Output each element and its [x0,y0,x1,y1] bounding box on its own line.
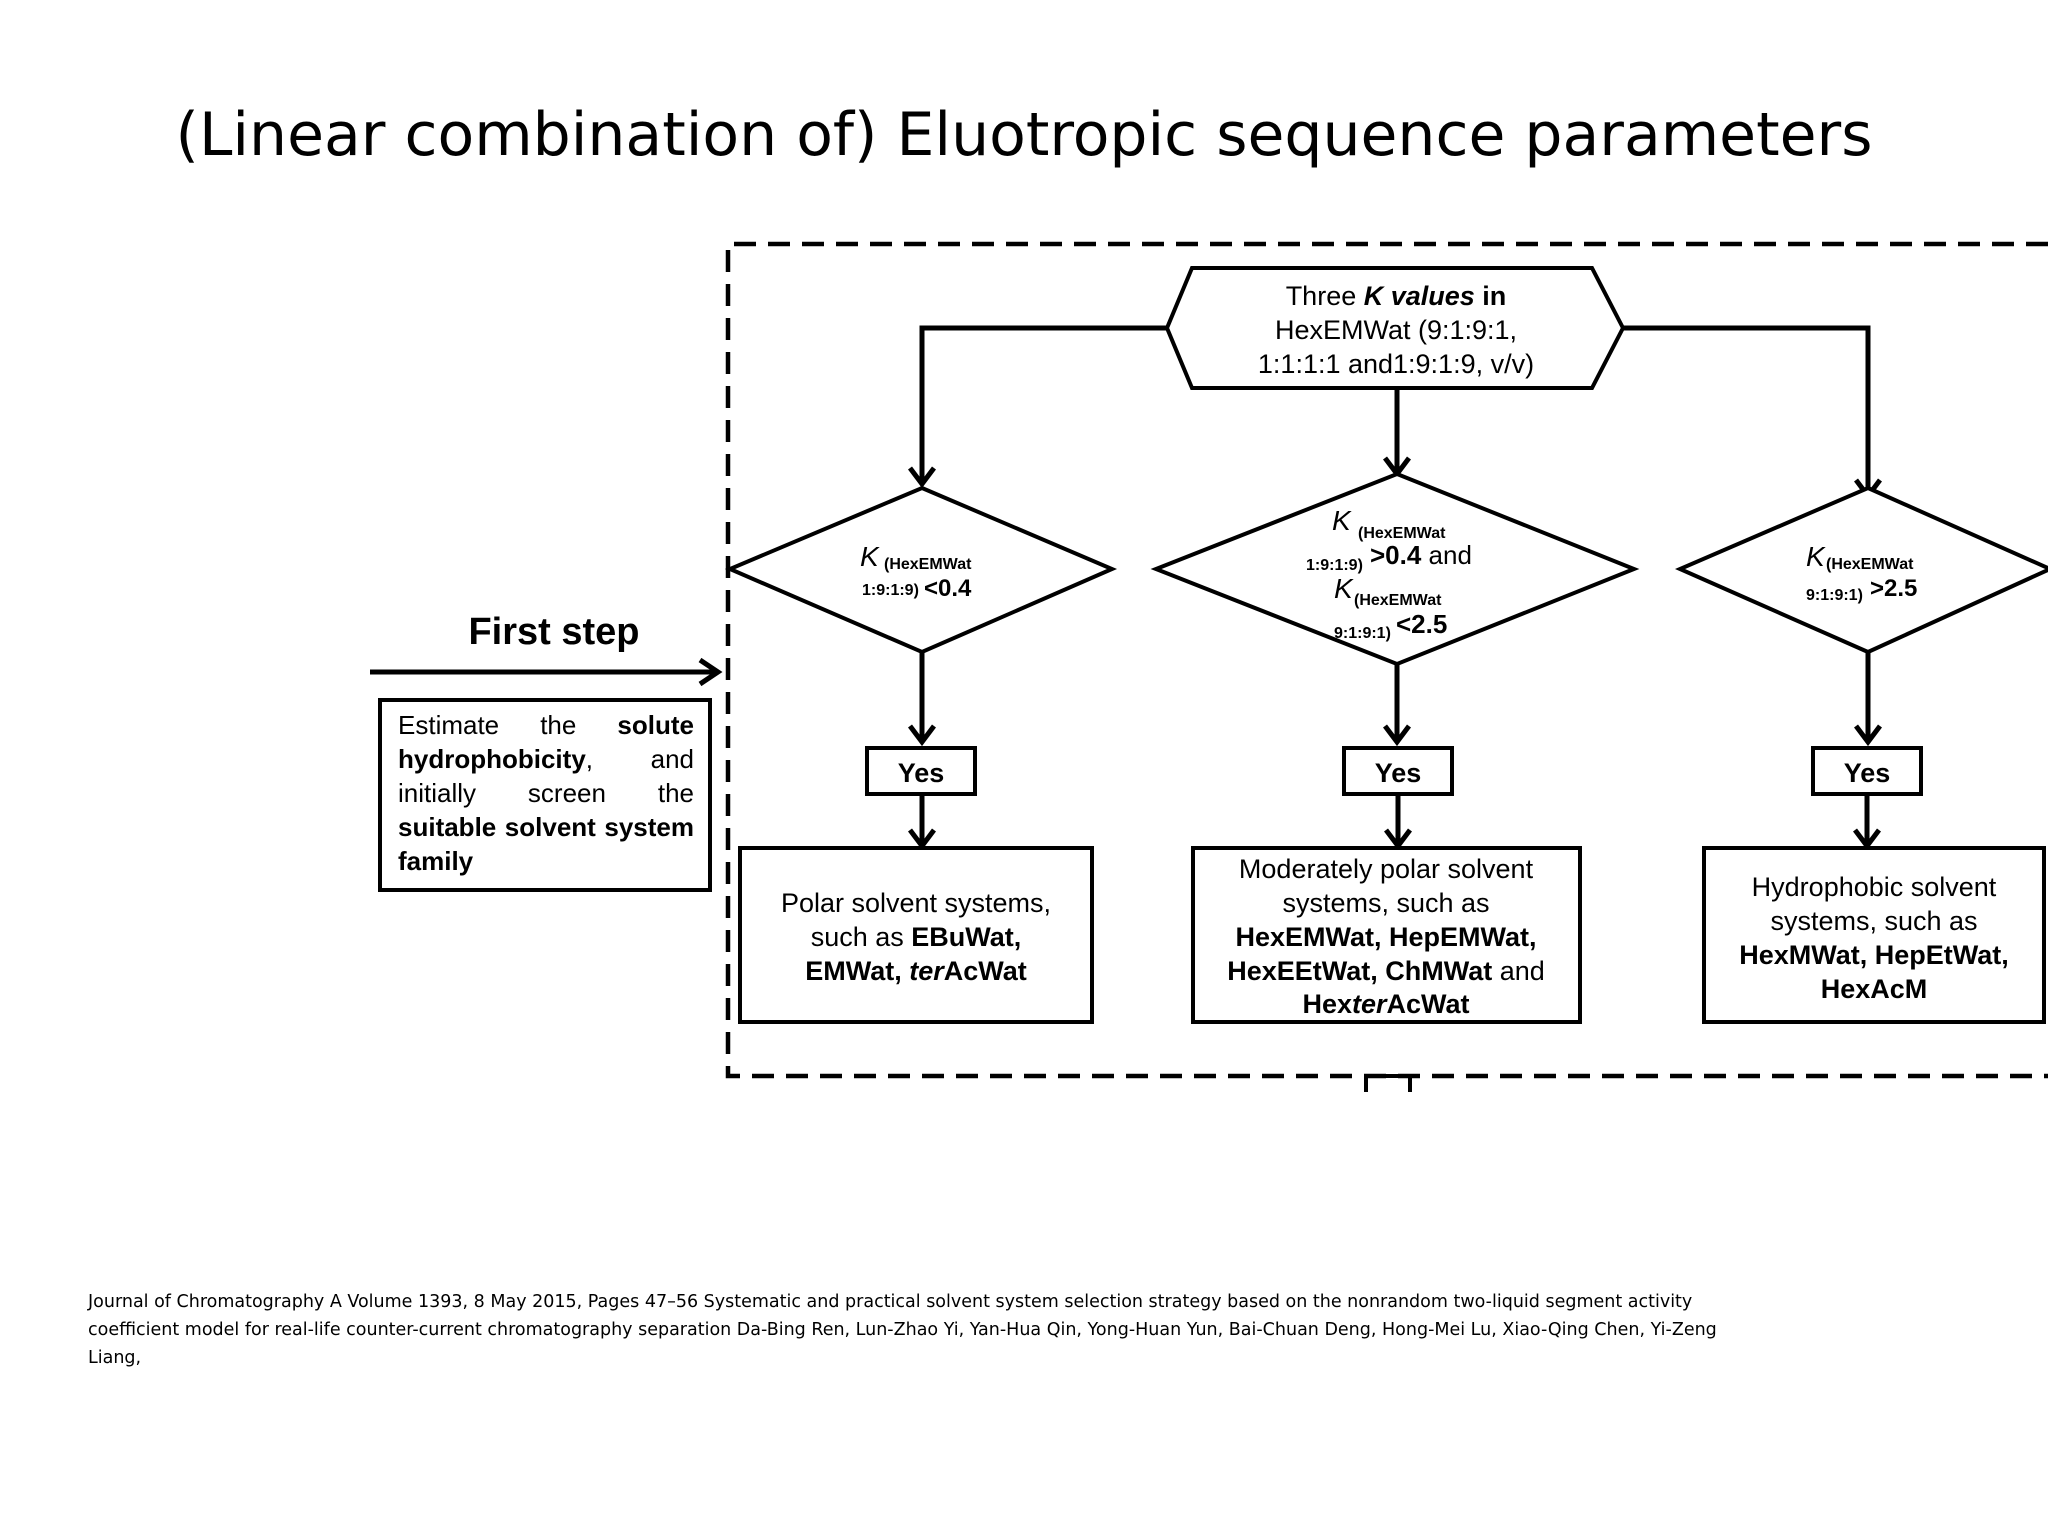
svg-text:(HexEMWat: (HexEMWat [1354,592,1442,609]
svg-text:<2.5: <2.5 [1396,609,1447,639]
result-middle: Moderately polar solvent systems, such a… [1191,846,1582,1024]
svg-text:HexEMWat, HepEMWat,: HexEMWat, HepEMWat, [1235,922,1536,952]
svg-text:K: K [1332,505,1352,536]
yes-connectors [908,652,1882,747]
svg-text:>0.4 and: >0.4 and [1370,540,1472,570]
svg-text:HexAcM: HexAcM [1821,974,1928,1004]
start-node-line3: 1:1:1:1 and1:9:1:9, v/v) [1258,349,1534,379]
svg-text:Moderately polar solvent: Moderately polar solvent [1239,854,1534,884]
decision-middle: K (HexEMWat 1:9:1:9) >0.4 and K (HexEMWa… [1150,471,1640,667]
svg-text:(HexEMWat: (HexEMWat [1358,525,1446,542]
svg-text:Yes: Yes [1375,758,1422,788]
svg-text:Hydrophobic solvent: Hydrophobic solvent [1752,872,1997,902]
first-step-description: Estimate the solute hydrophobicity, and … [398,710,694,876]
result-left: Polar solvent systems, such as EBuWat, E… [738,846,1094,1024]
first-step-label: First step [468,611,639,653]
svg-text:HexMWat, HepEtWat,: HexMWat, HepEtWat, [1739,940,2009,970]
svg-text:K: K [1334,573,1354,604]
start-node-line2: HexEMWat (9:1:9:1, [1275,315,1517,345]
svg-text:K: K [1806,541,1826,572]
result-right: Hydrophobic solvent systems, such as Hex… [1702,846,2046,1024]
svg-text:K: K [860,541,880,572]
dashed-frame [725,241,2048,1092]
decision-left: K (HexEMWat 1:9:1:9) <0.4 [724,485,1118,655]
svg-text:(HexEMWat: (HexEMWat [884,556,972,573]
svg-text:9:1:9:1): 9:1:9:1) [1334,625,1391,642]
svg-text:1:9:1:9): 1:9:1:9) [862,582,919,599]
result-connectors [908,794,1881,851]
first-step-box [378,698,712,892]
svg-text:(HexEMWat: (HexEMWat [1826,556,1914,573]
citation: Journal of Chromatography A Volume 1393,… [88,1292,1717,1368]
yes-box-left: Yes [865,746,977,796]
start-node: Three K values in HexEMWat (9:1:9:1, 1:1… [1164,266,1626,390]
yes-box-middle: Yes [1342,746,1454,796]
svg-text:systems, such as: systems, such as [1282,888,1489,918]
yes-box-right: Yes [1811,746,1923,796]
start-connectors [919,325,1871,494]
svg-text:Polar solvent systems,: Polar solvent systems, [781,888,1051,918]
svg-text:such as EBuWat,: such as EBuWat, [811,922,1022,952]
svg-text:1:9:1:9): 1:9:1:9) [1306,557,1363,574]
svg-text:systems, such as: systems, such as [1770,906,1977,936]
svg-text:<0.4: <0.4 [924,575,972,602]
first-step: First step [370,611,723,892]
svg-text:9:1:9:1): 9:1:9:1) [1806,587,1863,604]
decision-right: K (HexEMWat 9:1:9:1) >2.5 [1674,485,2048,655]
svg-text:Three K values in: Three K values in [1286,281,1507,311]
svg-text:Yes: Yes [898,758,945,788]
svg-text:HexterAcWat: HexterAcWat [1302,989,1469,1019]
svg-text:Yes: Yes [1844,758,1891,788]
slide-title: (Linear combination of) Eluotropic seque… [175,100,1873,170]
svg-text:HexEEtWat, ChMWat and: HexEEtWat, ChMWat and [1227,956,1545,986]
svg-text:>2.5: >2.5 [1870,575,1917,602]
svg-text:EMWat, terAcWat: EMWat, terAcWat [805,956,1027,986]
